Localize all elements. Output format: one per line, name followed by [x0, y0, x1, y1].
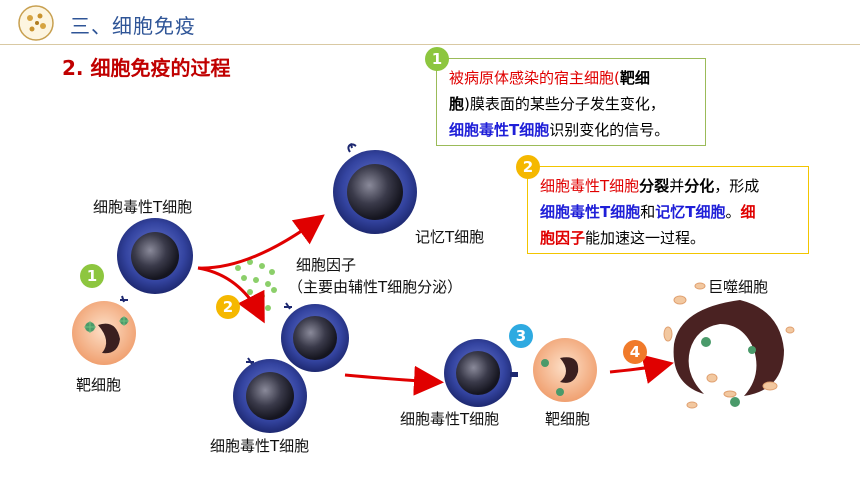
box-1-line-2: 胞)膜表面的某些分子发生变化，: [449, 91, 695, 117]
box-2-text: 能加速这一过程。: [585, 229, 706, 247]
step-3-badge: 3: [509, 324, 533, 348]
label-cytokine-note: （主要由辅性T细胞分泌）: [288, 278, 463, 296]
step-1-badge: 1: [80, 264, 104, 288]
box-2-text: 胞因子: [540, 229, 586, 247]
box-2-text: 细胞毒性T细胞: [540, 203, 641, 221]
box-2-text: ，形成: [714, 177, 760, 195]
label-target-cell-left: 靶细胞: [76, 376, 122, 394]
label-cytotoxic-t-cell-top: 细胞毒性T细胞: [93, 198, 193, 216]
memory-t-cell: [333, 143, 417, 234]
box-2-number-badge: 2: [516, 155, 540, 179]
step-1-description-box: 1 被病原体感染的宿主细胞(靶细 胞)膜表面的某些分子发生变化， 细胞毒性T细胞…: [425, 47, 706, 146]
box-1-line-1: 被病原体感染的宿主细胞(靶细: [449, 65, 695, 91]
cytokine-dots: [235, 259, 277, 311]
header-divider: [0, 44, 860, 45]
box-2-line-3: 胞因子能加速这一过程。: [540, 225, 798, 251]
box-2-line-1: 细胞毒性T细胞分裂并分化，形成: [540, 173, 798, 199]
arrow-to-macrophage: [609, 354, 674, 384]
target-cell-left: [72, 301, 136, 365]
label-cytotoxic-t-cell-bottom: 细胞毒性T细胞: [210, 437, 310, 455]
box-1-text: 识别变化的信号。: [549, 121, 670, 139]
box-2-text: 分化: [684, 177, 715, 195]
box-1-text: 被病原体感染的宿主细胞(: [449, 69, 620, 87]
macrophage: [663, 282, 795, 409]
box-1-line-3: 细胞毒性T细胞识别变化的信号。: [449, 117, 695, 143]
cytotoxic-t-cell-attacking: [444, 339, 518, 407]
box-1-text: 细胞毒性T细胞: [449, 121, 550, 139]
arrow-to-attack: [344, 365, 444, 396]
box-1-text: )膜表面的某些分子发生变化，: [464, 95, 665, 113]
label-macrophage: 巨噬细胞: [708, 278, 769, 296]
target-cell-mid: [533, 338, 597, 402]
box-1-text: 胞: [449, 95, 465, 113]
page-subtitle: 2. 细胞免疫的过程: [62, 56, 231, 80]
logo: [16, 4, 56, 42]
box-2-line-2: 细胞毒性T细胞和记忆T细胞。细: [540, 199, 798, 225]
box-1-text: 靶细: [619, 69, 650, 87]
arrow-to-memory: [197, 214, 325, 270]
box-2-text: 细胞毒性T细胞: [540, 177, 640, 195]
box-2-text: 。: [725, 203, 741, 221]
box-2-text: 和: [640, 203, 656, 221]
cytotoxic-t-cell-daughter-2: [233, 357, 307, 433]
label-cytokine: 细胞因子: [296, 256, 357, 274]
section-title: 三、细胞免疫: [70, 14, 196, 38]
box-2-text: 细: [740, 203, 756, 221]
box-2-text: 记忆T细胞: [655, 203, 726, 221]
box-2-text: 并: [669, 177, 685, 195]
label-cytotoxic-t-cell-mid: 细胞毒性T细胞: [400, 410, 500, 428]
cytotoxic-t-cell-top: [117, 218, 193, 303]
cytotoxic-t-cell-daughter-1: [281, 302, 349, 372]
arrow-to-daughters: [197, 266, 265, 324]
box-2-text: 分裂: [639, 177, 670, 195]
box-1-number-badge: 1: [425, 47, 449, 71]
label-memory-t-cell: 记忆T细胞: [415, 228, 485, 246]
step-4-badge: 4: [623, 340, 647, 364]
label-target-cell-mid: 靶细胞: [545, 410, 591, 428]
step-2-badge: 2: [216, 295, 240, 319]
step-2-description-box: 2 细胞毒性T细胞分裂并分化，形成 细胞毒性T细胞和记忆T细胞。细 胞因子能加速…: [516, 155, 809, 254]
